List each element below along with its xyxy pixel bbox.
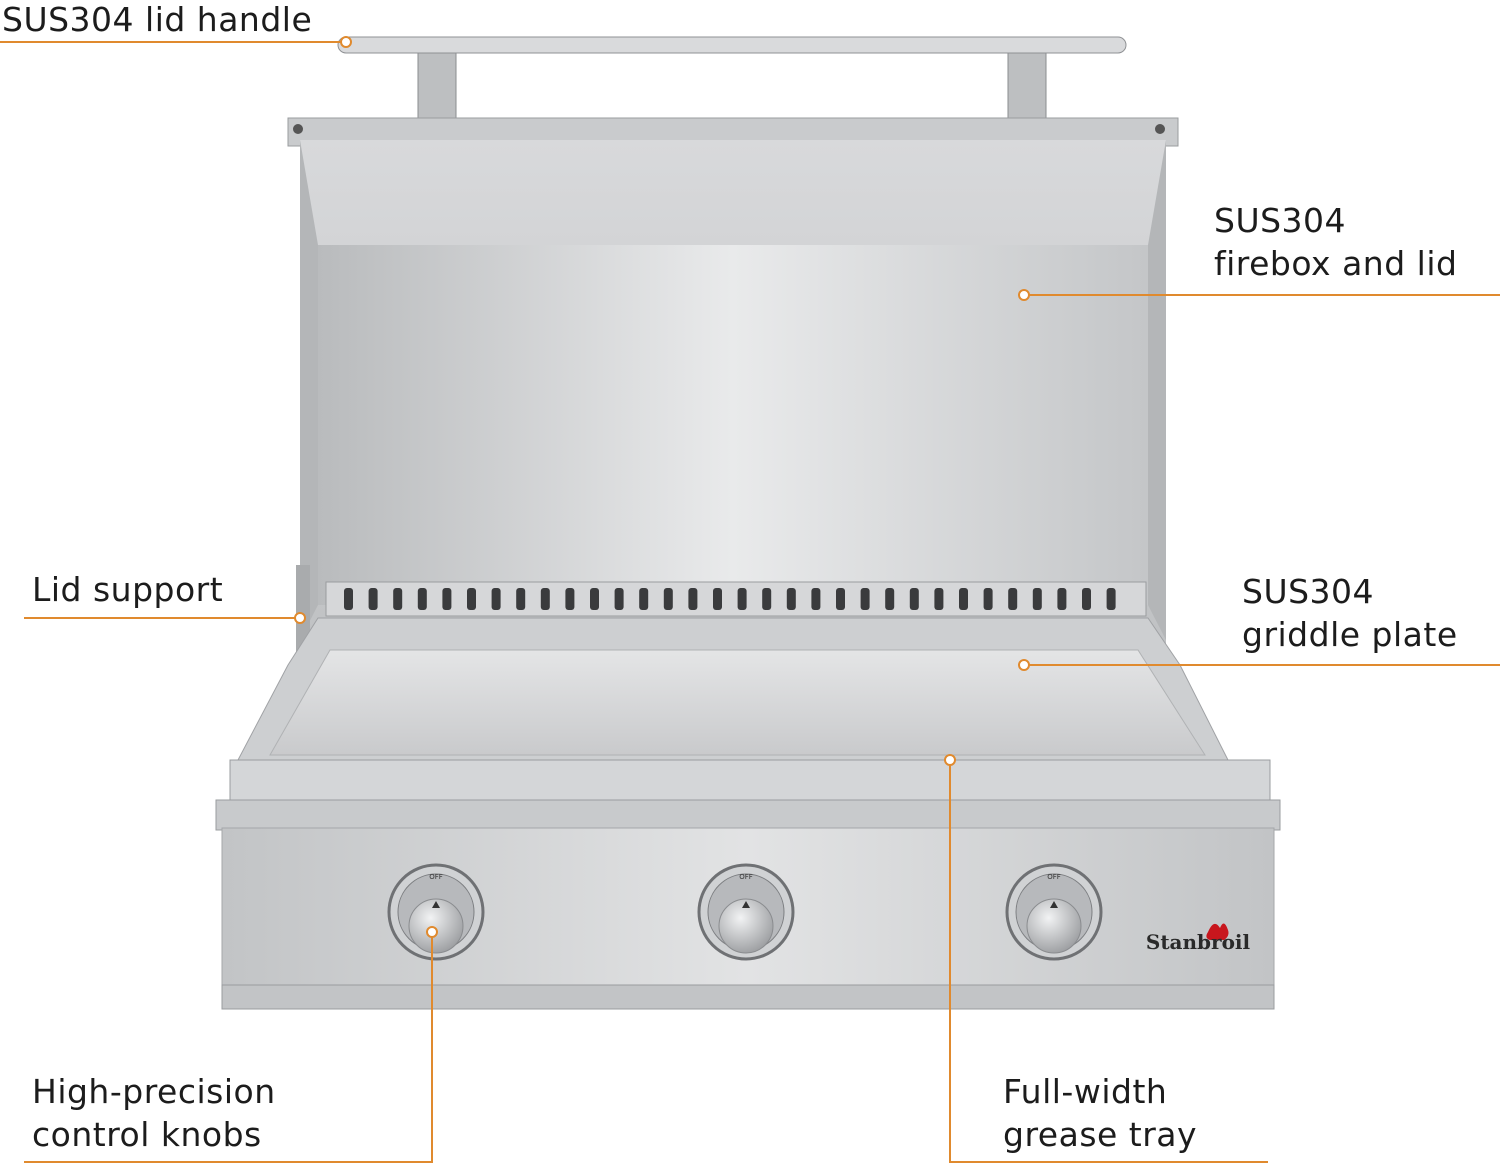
griddle-plate: [237, 617, 1229, 761]
vent-slot: [934, 588, 944, 610]
vent-slot: [417, 588, 427, 610]
callout-lid-handle-text: SUS304 lid handle: [2, 0, 313, 39]
vent-slot: [540, 588, 550, 610]
vent-slot: [1082, 588, 1091, 610]
brand-logo: Stanbroil: [1146, 923, 1251, 954]
vent-slot: [762, 588, 772, 610]
vent-slot: [713, 588, 722, 610]
control-knob[interactable]: OFF: [387, 863, 485, 961]
vent-slot: [885, 588, 895, 610]
control-knobs: OFF OFF OFF: [387, 863, 1103, 961]
callout-griddle-line1: SUS304: [1242, 572, 1375, 611]
vent-slot: [1057, 588, 1067, 610]
vent-slot: [590, 588, 599, 610]
callout-grease-line1: Full-width: [1003, 1072, 1168, 1111]
callout-grease-line2: grease tray: [1003, 1115, 1198, 1154]
callout-knobs-line2: control knobs: [32, 1115, 262, 1154]
vent-slot: [491, 588, 501, 610]
callout-lid-handle: SUS304 lid handle: [2, 0, 312, 41]
callout-knobs-line1: High-precision: [32, 1072, 276, 1111]
vent-slot: [467, 588, 476, 610]
callout-firebox: SUS304 firebox and lid: [1214, 199, 1457, 285]
lid-handle[interactable]: [337, 36, 1127, 123]
vent-slot: [811, 588, 821, 610]
callout-griddle: SUS304 griddle plate: [1242, 570, 1458, 656]
callout-lid-support: Lid support: [32, 568, 223, 611]
vent-slot: [663, 588, 673, 610]
vent-slot: [393, 588, 403, 610]
vent-slot: [639, 588, 649, 610]
callout-firebox-line2: firebox and lid: [1214, 244, 1458, 283]
callout-firebox-line1: SUS304: [1214, 201, 1347, 240]
vent-slot: [737, 588, 747, 610]
knob-marking: OFF: [739, 873, 753, 881]
lid: [287, 117, 1179, 660]
knob-marking: OFF: [429, 873, 443, 881]
vent-slot: [516, 588, 526, 610]
vent-slot: [368, 588, 378, 610]
vent-slot: [860, 588, 870, 610]
callout-lid-support-text: Lid support: [32, 570, 224, 609]
knob-marking: OFF: [1047, 873, 1061, 881]
vent-slot: [1106, 588, 1116, 610]
vent-slot: [565, 588, 575, 610]
vent-slot: [909, 588, 919, 610]
vent-slot: [959, 588, 968, 610]
vent-slot: [786, 588, 796, 610]
callout-grease-tray: Full-width grease tray: [1003, 1070, 1197, 1156]
control-knob[interactable]: OFF: [1005, 863, 1103, 961]
callout-griddle-line2: griddle plate: [1242, 615, 1458, 654]
callout-lines: [0, 36, 1500, 1163]
vent-slot: [344, 588, 353, 610]
vent-slot: [1032, 588, 1042, 610]
vent-slot: [1008, 588, 1018, 610]
vent-slot: [983, 588, 993, 610]
vent-slots: [325, 581, 1147, 617]
vent-slot: [688, 588, 698, 610]
vent-slot: [442, 588, 452, 610]
brand-logo-text: Stanbroil: [1146, 930, 1251, 954]
vent-slot: [614, 588, 624, 610]
control-knob[interactable]: OFF: [697, 863, 795, 961]
callout-knobs: High-precision control knobs: [32, 1070, 276, 1156]
vent-slot: [836, 588, 845, 610]
